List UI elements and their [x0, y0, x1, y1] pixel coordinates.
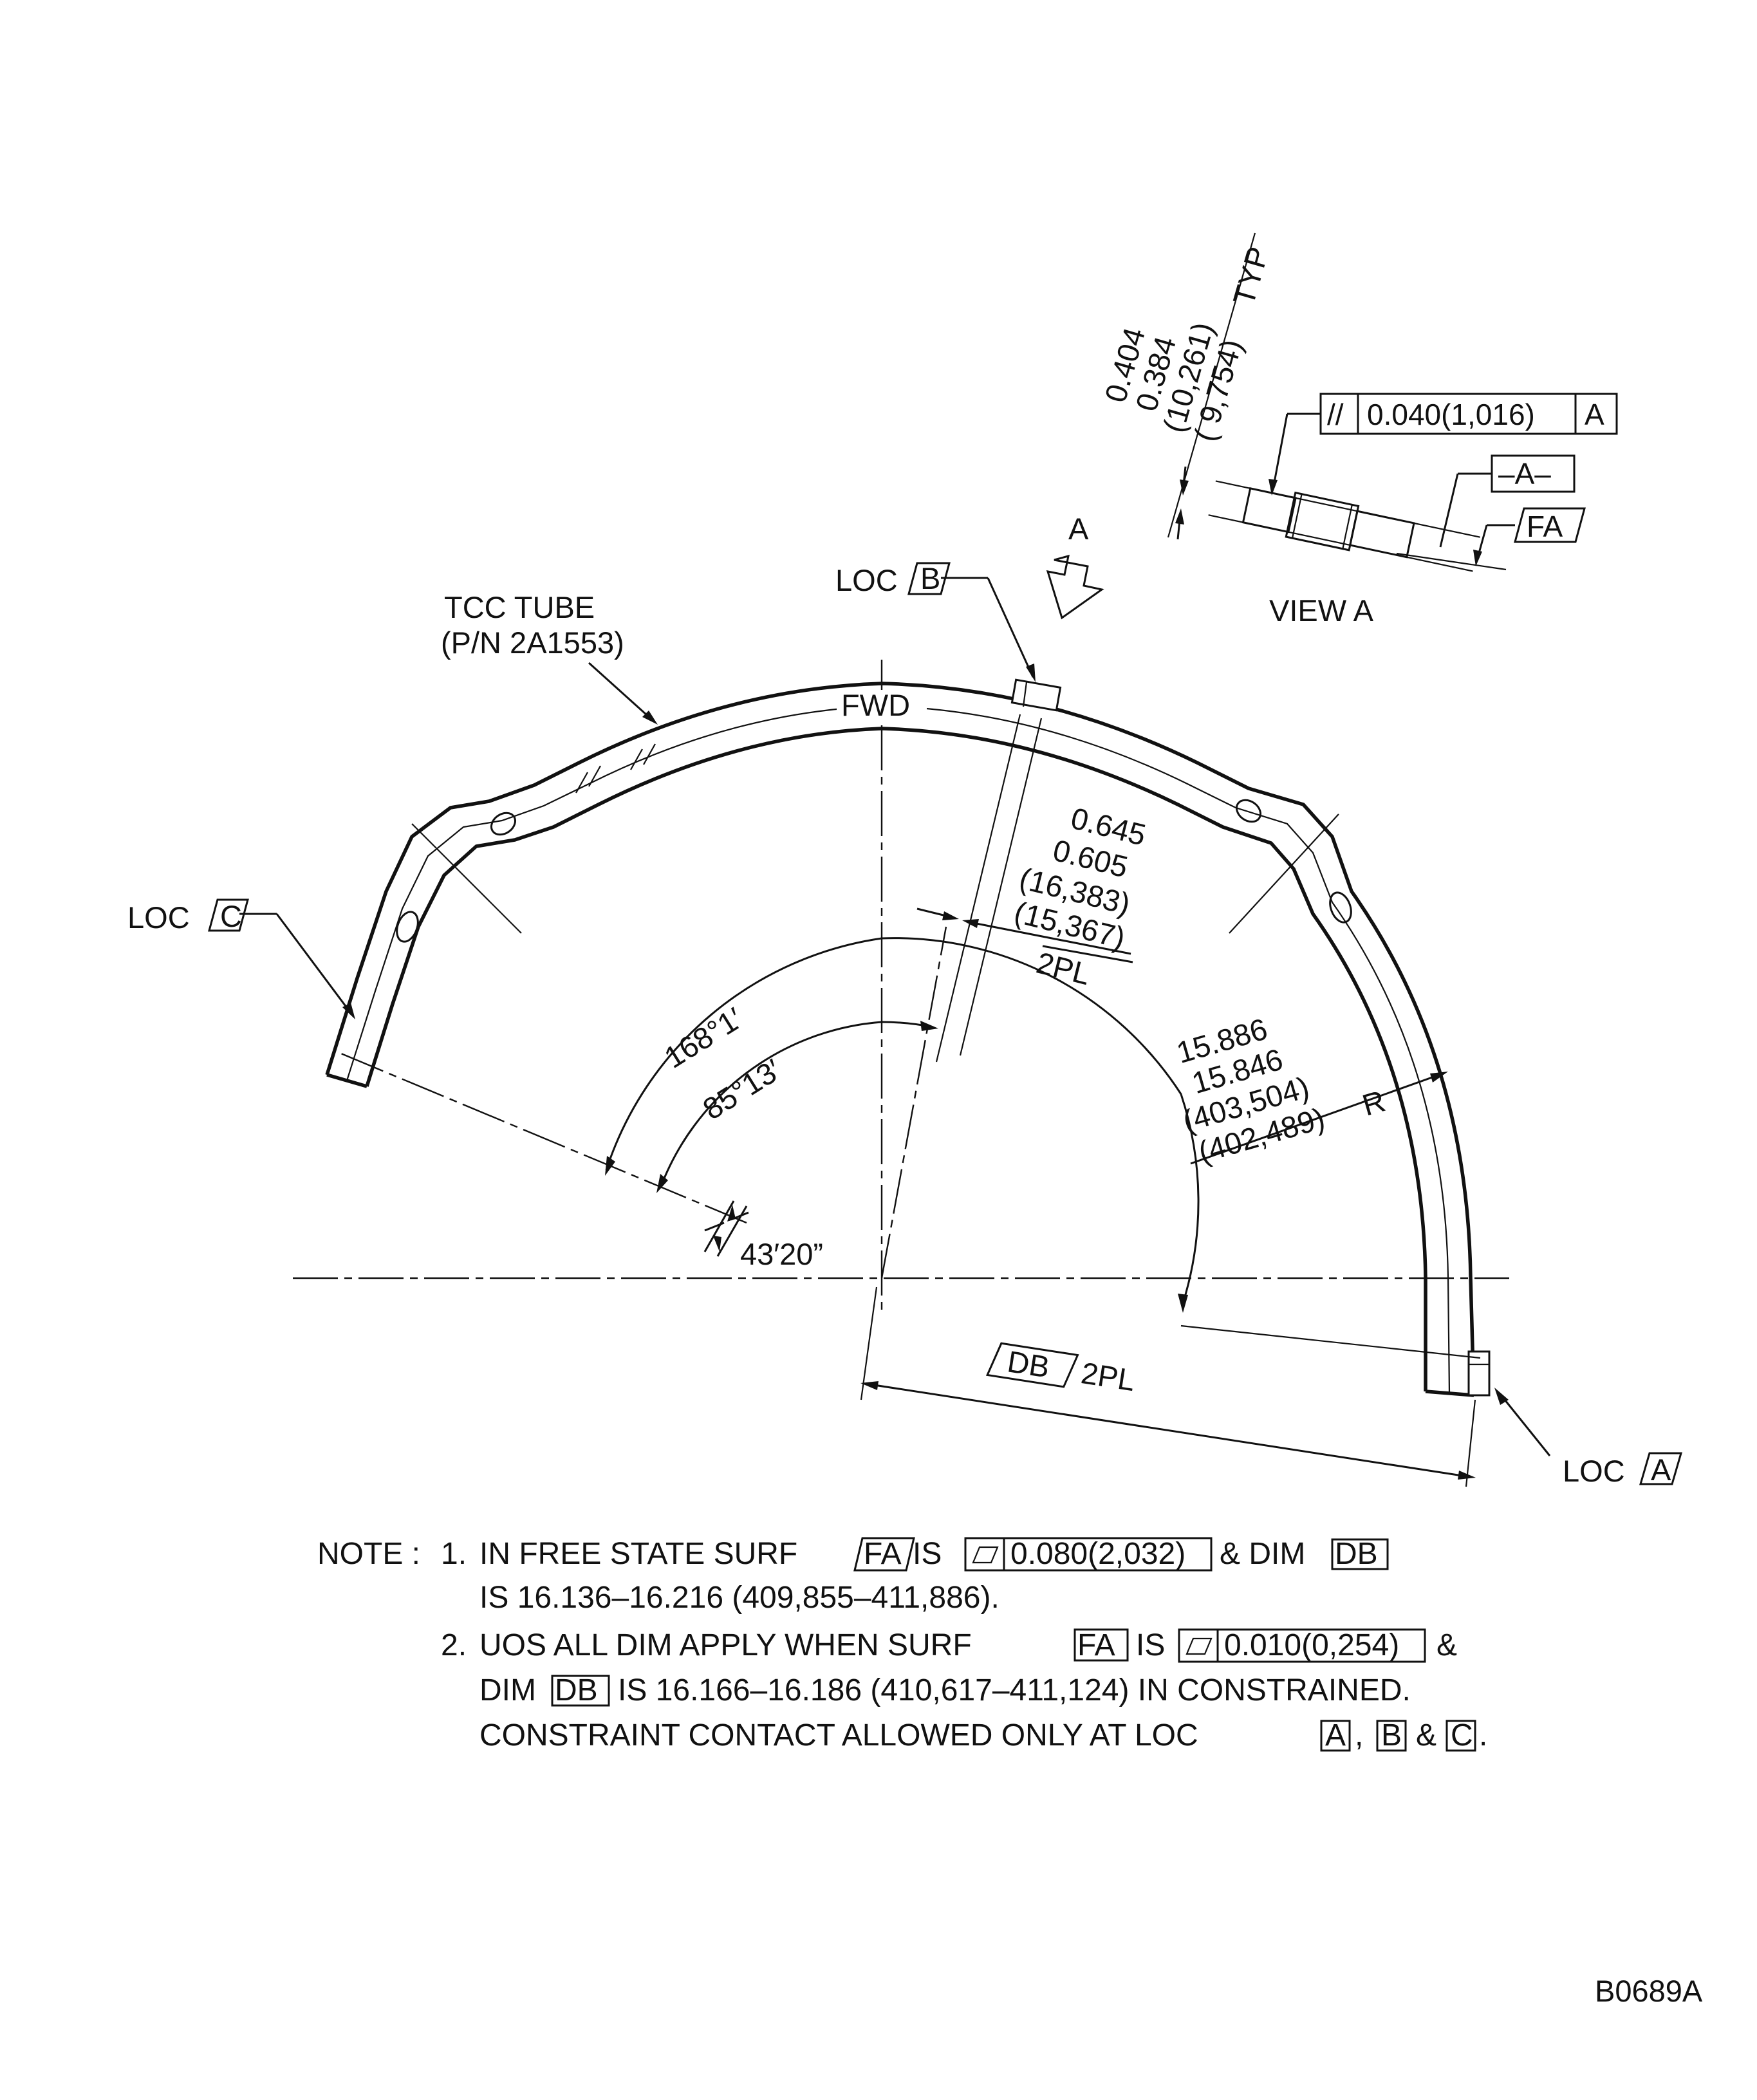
flatness-icon — [972, 1546, 999, 1564]
mounting-hole-left-lower — [396, 911, 419, 943]
note-2-number: 2. — [441, 1628, 467, 1662]
surface-fa-label: FA — [1527, 510, 1563, 543]
note-2-loc-a: A — [1325, 1718, 1346, 1752]
parallelism-datum: A — [1585, 398, 1604, 431]
mounting-hole-left-upper — [490, 812, 517, 836]
fwd-label: FWD — [841, 688, 910, 722]
parallelism-tolerance: 0.040(1,016) — [1367, 398, 1535, 431]
note-1-text: IN FREE STATE SURF — [479, 1537, 797, 1571]
loc-c-prefix: LOC — [127, 900, 190, 934]
part-name: TCC TUBE — [444, 590, 595, 624]
note-1-tolerance: 0.080(2,032) — [1010, 1537, 1185, 1571]
note-2-comma: , — [1355, 1718, 1363, 1752]
db-label: DB — [1005, 1344, 1052, 1384]
tcc-tube — [325, 678, 1491, 1397]
note-2-amp: & — [1436, 1628, 1457, 1662]
note-1-line-2: IS 16.136–16.216 (409,855–411,886). — [479, 1581, 999, 1615]
parallelism-frame: // 0.040(1,016) A — [1269, 393, 1618, 496]
loc-a-datum: A — [1651, 1453, 1671, 1487]
note-2-line-3: CONSTRAINT CONTACT ALLOWED ONLY AT LOC — [479, 1718, 1198, 1752]
note-2-line-2: IS 16.166–16.186 (410,617–411,124) IN CO… — [618, 1673, 1411, 1707]
width-qty: 2PL — [1033, 945, 1093, 992]
angle-dimensions: 168°1′ 85°13′ 43′20” — [605, 937, 1200, 1313]
view-a-part — [1208, 480, 1480, 572]
clip-a — [1467, 1350, 1491, 1397]
tube-centerline — [346, 705, 1451, 1394]
angle-arc-inner — [659, 1021, 934, 1189]
loc-c-callout: LOC C — [127, 898, 355, 1019]
note-2-loc-b: B — [1381, 1718, 1402, 1752]
surface-fa-box: FA — [1473, 507, 1586, 566]
view-a-label: VIEW A — [1269, 593, 1374, 627]
note-2-period: . — [1479, 1718, 1487, 1752]
loc-b-callout: LOC B — [835, 561, 1036, 682]
note-2-is: IS — [1136, 1628, 1165, 1662]
part-number: (P/N 2A1553) — [441, 626, 624, 660]
note-2-dim: DIM — [479, 1673, 536, 1707]
mounting-hole-right-upper — [1235, 799, 1262, 823]
loc-b-prefix: LOC — [835, 563, 898, 597]
thickness-note: TYP — [1226, 243, 1275, 308]
view-a-detail: 0.404 0.384 (10,261) ( 9,754) TYP // 0.0… — [1098, 232, 1618, 627]
note-1-fa: FA — [864, 1537, 902, 1571]
angle-inner-label: 85°13′ — [697, 1052, 787, 1126]
note-1-number: 1. — [441, 1537, 467, 1571]
view-arrow-letter: A — [1068, 512, 1089, 546]
width-dimension: 0.645 0.605 (16,383) (15,367) 2PL — [916, 714, 1149, 1063]
note-2-text: UOS ALL DIM APPLY WHEN SURF — [479, 1628, 972, 1662]
tube-inner-edge — [365, 727, 1427, 1391]
note-2-fa: FA — [1077, 1628, 1115, 1662]
drawing-number: B0689A — [1595, 1974, 1703, 2008]
note-1-dim: & DIM — [1220, 1537, 1305, 1571]
angle-small-label: 43′20” — [740, 1237, 823, 1271]
datum-a-label: –A– — [1498, 457, 1551, 490]
db-dimension: DB 2PL — [860, 1287, 1481, 1487]
break-marks — [575, 743, 656, 794]
clip-b — [1010, 678, 1062, 712]
loc-a-prefix: LOC — [1563, 1454, 1625, 1488]
radius-suffix: R — [1359, 1083, 1389, 1122]
note-2-loc-c: C — [1451, 1718, 1473, 1752]
note-2-tolerance: 0.010(0,254) — [1224, 1628, 1399, 1662]
tube-outer-edge — [325, 682, 1476, 1396]
flatness-icon-2 — [1185, 1637, 1213, 1655]
parallelism-symbol: // — [1327, 398, 1344, 431]
angle-outer-label: 168°1′ — [658, 1001, 748, 1075]
notes-heading: NOTE : — [317, 1537, 420, 1571]
loc-b-datum: B — [920, 561, 940, 595]
view-arrow-icon — [1046, 554, 1104, 620]
radius-dimension: 15.886 15.846 (403,504) (402,489) R — [1173, 1012, 1448, 1169]
center-lines — [293, 660, 1509, 1310]
loc-a-callout: LOC A — [1494, 1388, 1682, 1488]
notes-block: NOTE : 1. IN FREE STATE SURF FA IS 0.080… — [317, 1537, 1487, 1752]
angle-arc-outer — [605, 937, 1200, 1304]
note-2-db: DB — [555, 1673, 598, 1707]
note-2-amp-2: & — [1416, 1718, 1436, 1752]
datum-a-box: –A– — [1439, 454, 1576, 548]
note-1-db: DB — [1335, 1537, 1378, 1571]
db-qty: 2PL — [1079, 1355, 1137, 1397]
mounting-hole-right-lower — [1329, 891, 1352, 924]
note-1-is: IS — [913, 1537, 942, 1571]
fwd-label-group: FWD — [837, 688, 927, 722]
loc-c-datum: C — [220, 899, 242, 933]
